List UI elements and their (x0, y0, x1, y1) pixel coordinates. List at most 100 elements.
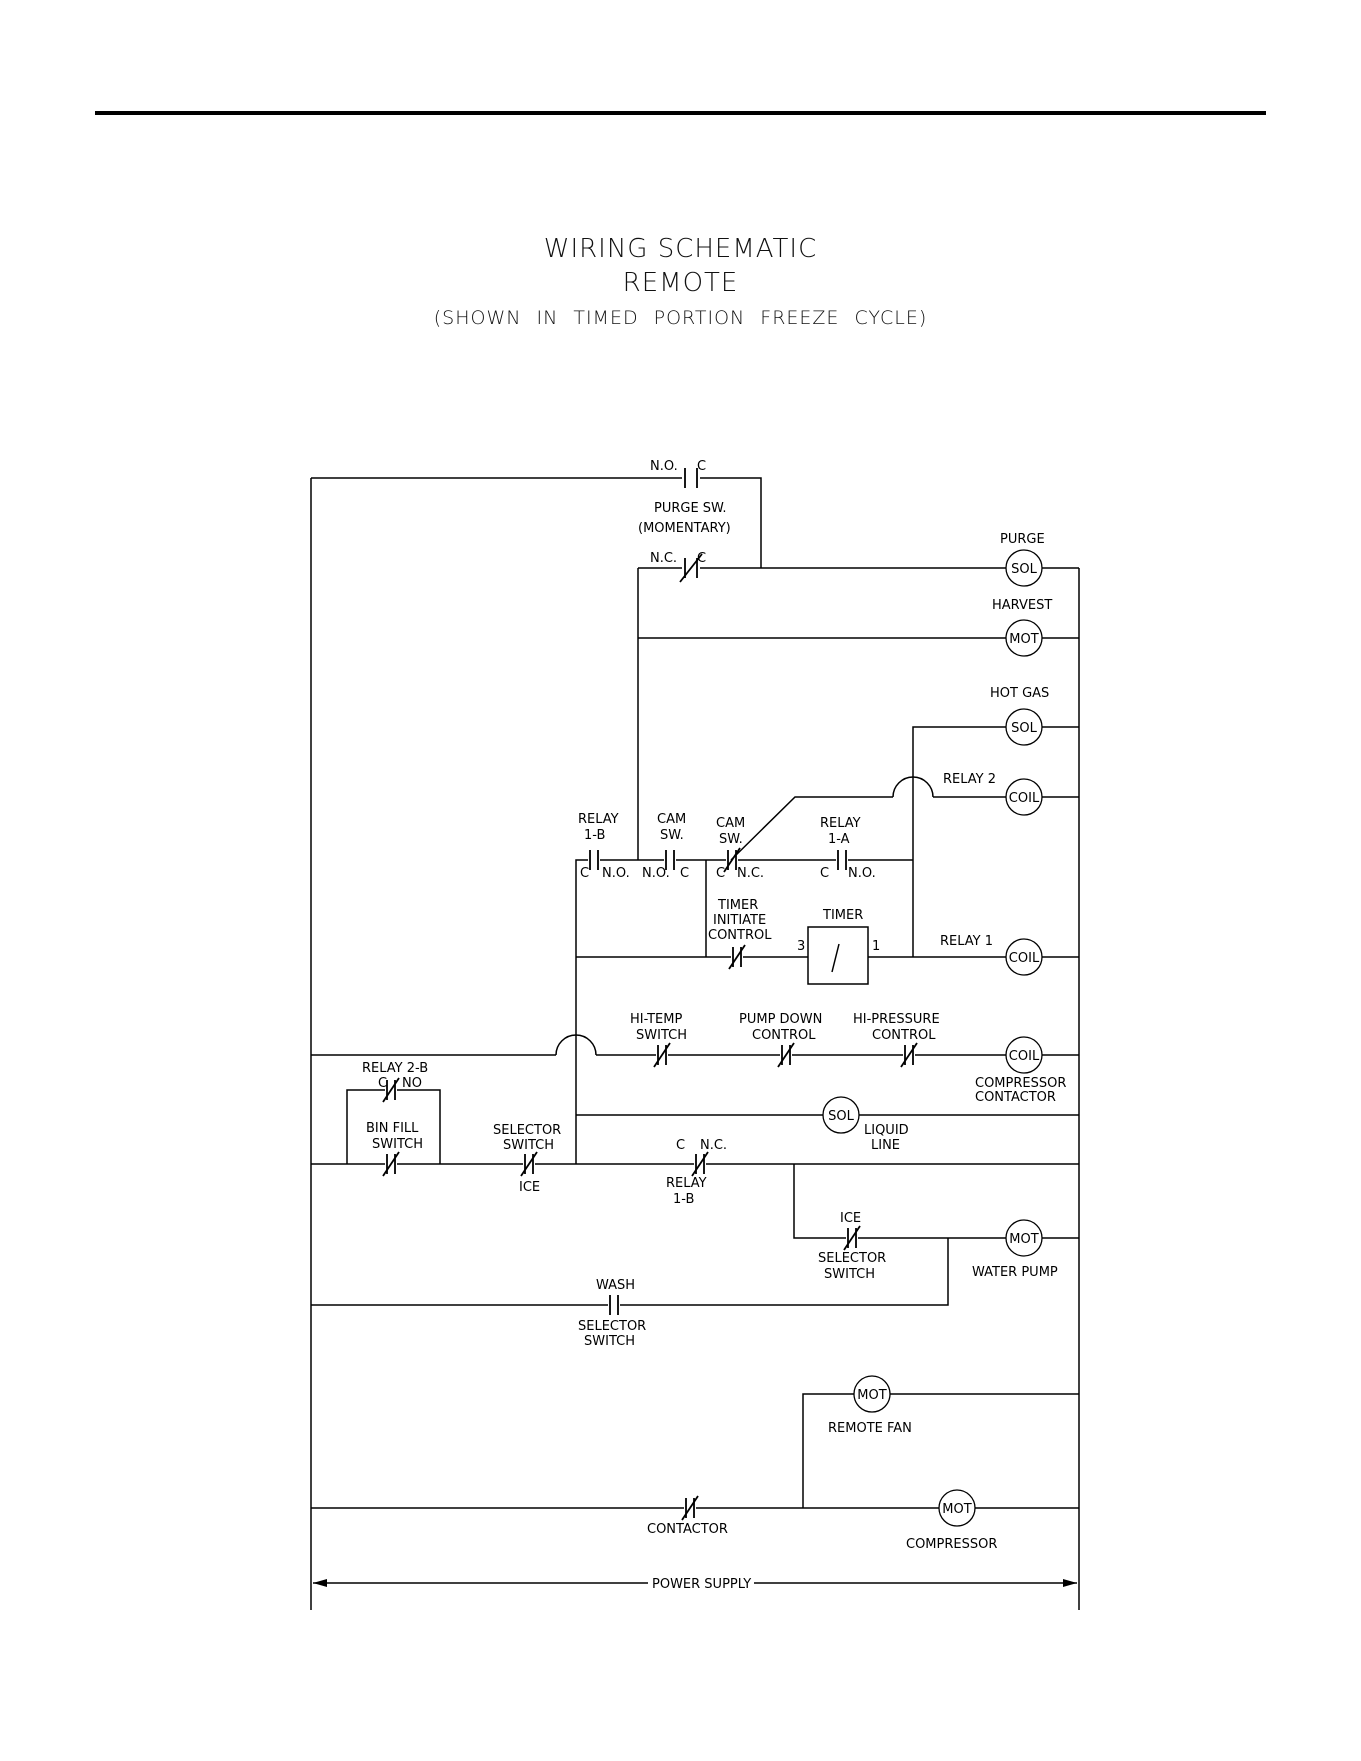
wash-sel-label-1: SELECTOR (578, 1319, 646, 1334)
timer-needle (831, 943, 840, 973)
ice-sel-label-1: SELECTOR (818, 1251, 886, 1266)
timer-1-label: 1 (872, 939, 880, 954)
cam2-c-label: C (716, 866, 725, 881)
timer-label: TIMER (822, 908, 863, 923)
compressor-mot-text: MOT (942, 1502, 971, 1517)
relay1b-no-contact (589, 850, 599, 870)
power-supply-arrow (313, 1579, 1077, 1587)
relay2-coil (1005, 778, 1043, 816)
title-line-1: WIRING SCHEMATIC (543, 234, 818, 264)
cam1-c-label: C (680, 866, 689, 881)
hi-temp-switch-contact (653, 1042, 671, 1068)
purge-sw-type-label: (MOMENTARY) (638, 521, 731, 536)
relay1b-top-label-1: RELAY (578, 812, 619, 827)
relay1a-c-label: C (820, 866, 829, 881)
purge-switch-nc-contact (679, 553, 703, 583)
remote-fan-motor (853, 1375, 891, 1413)
cam-row-wiring (575, 859, 913, 957)
cam2-label-2: SW. (719, 832, 743, 847)
compressor-contactor-coil (1005, 1036, 1043, 1074)
wash-sel-label-2: SWITCH (584, 1334, 635, 1349)
selector-switch-ice-contact (520, 1151, 538, 1177)
pumpdown-label-2: CONTROL (752, 1028, 816, 1043)
tic-label-1: TIMER (717, 898, 758, 913)
contactor-label: CONTACTOR (647, 1522, 728, 1537)
liquid-line-sol-text: SOL (828, 1109, 854, 1124)
comp-contactor-label-1: COMPRESSOR (975, 1076, 1066, 1091)
purge-sw-name-label: PURGE SW. (654, 501, 727, 516)
title-line-2: REMOTE (622, 268, 739, 298)
ice-sel-label-2: SWITCH (824, 1267, 875, 1282)
r1b-label-2: 1-B (673, 1192, 694, 1207)
purge-c-bot-label: C (697, 551, 706, 566)
relay1-coil-text: COIL (1009, 951, 1040, 966)
power-supply-label: POWER SUPPLY (652, 1577, 751, 1592)
ice-selector-switch-contact (843, 1225, 861, 1251)
hot-gas-sol-text: SOL (1011, 721, 1037, 736)
hipress-label-1: HI-PRESSURE (853, 1012, 940, 1027)
relay1b-top-label-2: 1-B (584, 828, 605, 843)
hot-gas-row-wiring (912, 726, 1006, 957)
cam1-label-1: CAM (657, 812, 686, 827)
relay1a-no-contact (837, 850, 847, 870)
cam-switch-nc-contact (723, 847, 741, 873)
cam-switch-no-contact (665, 850, 675, 870)
r1b-label-1: RELAY (666, 1176, 707, 1191)
purge-label: PURGE (1000, 532, 1045, 547)
relay1b-c-label: C (580, 866, 589, 881)
purge-solenoid (1005, 549, 1043, 587)
compressor-motor (938, 1489, 976, 1527)
relay1a-label-1: RELAY (820, 816, 861, 831)
tic-label-3: CONTROL (708, 928, 772, 943)
water-pump-mot-text: MOT (1009, 1232, 1038, 1247)
remote-fan-label: REMOTE FAN (828, 1421, 912, 1436)
cam1-label-2: SW. (660, 828, 684, 843)
hipress-label-2: CONTROL (872, 1028, 936, 1043)
harvest-label: HARVEST (992, 598, 1052, 613)
harvest-mot-text: MOT (1009, 632, 1038, 647)
purge-no-label: N.O. (650, 459, 678, 474)
comp-contactor-label-2: CONTACTOR (975, 1090, 1056, 1105)
relay1-coil (1005, 938, 1043, 976)
selector-ice-label: ICE (519, 1180, 540, 1195)
contactor-contact (681, 1495, 699, 1521)
liquid-line-solenoid (822, 1096, 860, 1134)
water-pump-motor (1005, 1219, 1043, 1257)
contactor-row-wiring (311, 957, 1079, 1164)
timer-initiate-control-contact (728, 944, 746, 970)
relay2b-no-label: NO (402, 1076, 422, 1091)
hot-gas-solenoid (1005, 708, 1043, 746)
timer-3-label: 3 (797, 939, 805, 954)
purge-row-wiring (637, 567, 1079, 860)
hitemp-label-1: HI-TEMP (630, 1012, 682, 1027)
relay2-label: RELAY 2 (943, 772, 996, 787)
hot-gas-label: HOT GAS (990, 686, 1049, 701)
purge-switch-no-wiring (311, 477, 762, 568)
purge-switch-no-contact (684, 468, 698, 488)
relay2-coil-text: COIL (1009, 791, 1040, 806)
binfill-label-1: BIN FILL (366, 1121, 419, 1136)
cam2-nc-label: N.C. (737, 866, 764, 881)
r1b-c-label: C (676, 1138, 685, 1153)
binfill-label-2: SWITCH (372, 1137, 423, 1152)
timer-box (807, 926, 869, 985)
relay2-row-wiring (730, 776, 1079, 861)
relay1b-no-label: N.O. (602, 866, 630, 881)
bin-fill-wiring (311, 1089, 1079, 1165)
liquid-label-1: LIQUID (864, 1123, 909, 1138)
hitemp-label-2: SWITCH (636, 1028, 687, 1043)
ice-label: ICE (840, 1211, 861, 1226)
relay2b-label-1: RELAY 2-B (362, 1061, 428, 1076)
pump-down-control-contact (777, 1042, 795, 1068)
relay2b-contact (382, 1077, 400, 1103)
hi-pressure-control-contact (900, 1042, 918, 1068)
wash-label: WASH (596, 1278, 635, 1293)
relay1b-nc-contact (691, 1151, 709, 1177)
relay2b-c-label: C (378, 1076, 387, 1091)
top-rule (95, 111, 1266, 115)
liquid-label-2: LINE (871, 1138, 900, 1153)
contactor-coil-text: COIL (1009, 1049, 1040, 1064)
purge-nc-label: N.C. (650, 551, 677, 566)
r1b-nc-label: N.C. (700, 1138, 727, 1153)
